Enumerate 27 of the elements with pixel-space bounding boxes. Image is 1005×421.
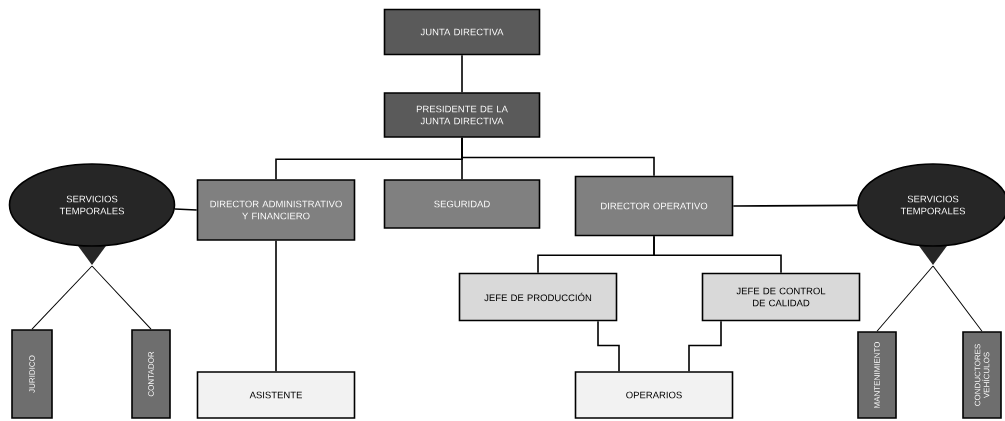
org-box: JUNTA DIRECTIVA — [383, 8, 541, 56]
connector-line — [597, 320, 620, 372]
vertical-box: MANTENIMIENTO — [857, 331, 897, 419]
vertical-box: JURIDICO — [11, 329, 53, 419]
org-box: PRESIDENTE DE LA JUNTA DIRECTIVA — [383, 92, 541, 138]
connector-line — [876, 265, 934, 332]
connector-line — [461, 54, 463, 93]
org-box: JEFE DE CONTROL DE CALIDAD — [701, 272, 861, 322]
org-box: OPERARIOS — [574, 371, 734, 419]
connector-line — [91, 265, 152, 330]
connector-line — [653, 235, 782, 274]
org-box: DIRECTOR ADMINISTRATIVO Y FINANCIERO — [196, 179, 356, 241]
org-box: SEGURIDAD — [383, 179, 541, 229]
connector-line — [732, 204, 858, 207]
org-box: DIRECTOR OPERATIVO — [574, 175, 734, 237]
vertical-box: CONDUCTORES VEHÍCULOS — [962, 331, 1002, 419]
speech-bubble: SERVICIOS TEMPORALES — [8, 163, 176, 265]
org-box: JEFE DE PRODUCCIÓN — [458, 272, 618, 322]
connector-line — [174, 208, 198, 211]
connector-line — [275, 240, 277, 372]
org-box: ASISTENTE — [196, 371, 356, 419]
connector-line — [932, 265, 983, 332]
connector-line — [31, 265, 93, 330]
vertical-box: CONTADOR — [131, 329, 171, 419]
connector-line — [461, 137, 655, 177]
speech-bubble: SERVICIOS TEMPORALES — [857, 163, 1005, 265]
connector-line — [688, 320, 722, 372]
